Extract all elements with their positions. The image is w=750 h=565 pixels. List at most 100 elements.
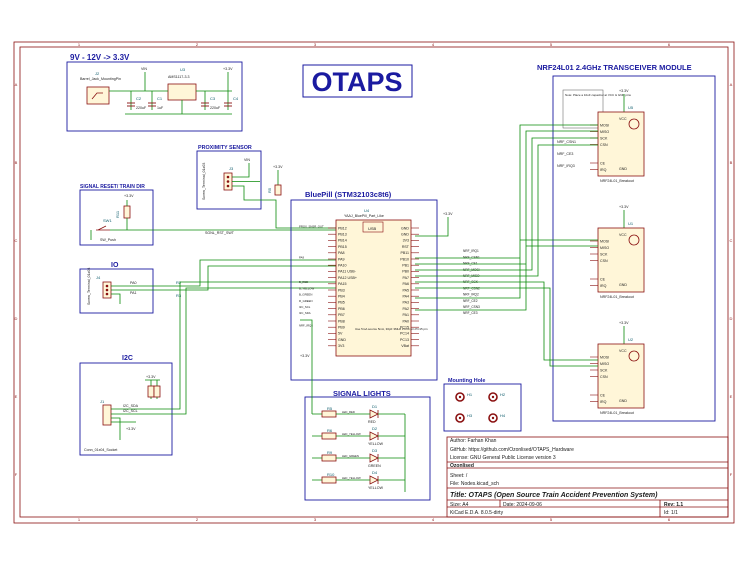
mounting-hole-center [458, 416, 462, 420]
frame-col-marker: 5 [550, 517, 553, 522]
power-vin-label: VIN [141, 67, 147, 71]
tb-size: Size: A4 [450, 502, 469, 508]
bluepill-left-pin: PB12 [338, 226, 347, 230]
u4-value: YAAJ_BluePill_Part_Like [344, 214, 384, 218]
led-color: RED [368, 420, 376, 424]
frame-col-marker: 1 [78, 517, 81, 522]
bluepill-right-pin: PC13 [400, 338, 409, 342]
bluepill-block: BluePill (STM32103c8t6) U4 YAAJ_BluePill… [290, 190, 480, 381]
reset-net: SGNL_RST_SWT [205, 231, 235, 235]
power-block: 9V - 12V -> 3.3V J2 Barrel_Jack_Mounting… [66, 53, 243, 132]
mounting-hole-center [491, 395, 495, 399]
led-net: LED_YELLOW [342, 432, 361, 436]
tb-company: Ozonlised [450, 463, 474, 469]
nrf-pin: CE [600, 393, 606, 397]
frame-col-marker: 5 [550, 42, 553, 47]
i2c-block: I2C J1 Conn_01x04_Socket +3.3V +3.3V I2C… [79, 281, 336, 456]
led-resistor-ref: R9 [327, 450, 333, 455]
led-resistor [321, 410, 337, 418]
led-color: GREEN [368, 464, 381, 468]
bluepill-right-pin: PA2 [402, 307, 409, 311]
bluepill-left-net: I2C_SCL [299, 305, 311, 309]
led-net: LED_GREEN [342, 454, 359, 458]
frame-col-marker: 1 [78, 42, 81, 47]
nrf-ref: U2 [628, 337, 634, 342]
frame-row-marker: B [730, 160, 733, 165]
frame-row-marker: C [15, 238, 18, 243]
nrf-pin: CE [600, 161, 606, 165]
nrf-ref: U5 [628, 105, 634, 110]
nrf-net-label: NRF_IRQ3 [557, 164, 575, 168]
bluepill-note: Use 5mA source 5mA, 30pF 3MHz PC14 pin P… [355, 327, 428, 331]
bluepill-left-net: PROX_SNSR_OUT [299, 224, 324, 228]
u3-ref: U3 [180, 67, 186, 72]
otaps-banner: OTAPS [302, 64, 413, 98]
tb-author: Author: Farhan Khan [450, 438, 497, 444]
frame-col-marker: 6 [668, 517, 671, 522]
power-3v3-label: +3.3V [223, 67, 233, 71]
mounting-hole [455, 413, 465, 423]
frame-row-marker: D [730, 316, 733, 321]
nrf-3v3-label: +3.3V [619, 89, 629, 93]
bluepill-right-pin: PA3 [402, 301, 409, 305]
nrf-value: NRF24L01_Breakout [600, 295, 634, 299]
j1-value: Conn_01x04_Socket [84, 448, 117, 452]
bluepill-right-pin: RST [402, 245, 410, 249]
bluepill-right-pin: VBat [401, 344, 409, 348]
usb-label: USB [368, 226, 377, 231]
bluepill-right-pin: PB0 [402, 270, 409, 274]
r-prox-ref: R5 [267, 187, 272, 193]
led-resistor [321, 476, 337, 484]
nrf-value: NRF24L01_Breakout [600, 179, 634, 183]
bluepill-left-pin: PB4 [338, 295, 345, 299]
frame-col-marker: 4 [432, 42, 435, 47]
bp-3v3-label: +3.3V [443, 212, 453, 216]
bluepill-right-pin: PA0 [402, 319, 409, 323]
bluepill-left-net: PA9 [299, 255, 305, 259]
nrf-pin: CSN [600, 259, 608, 263]
led-ref: D4 [372, 470, 378, 475]
r2-ref: R2 [176, 280, 182, 285]
nrf-gnd-label: GND [619, 283, 627, 287]
bluepill-left-net: NRF_IRQ3 [299, 324, 313, 328]
capacitor-ref: C3 [210, 96, 216, 101]
frame-row-marker: F [730, 472, 733, 477]
nrf-ref: U1 [628, 221, 634, 226]
frame-row-marker: A [730, 82, 733, 87]
i2c-title: I2C [122, 355, 133, 362]
mounting-hole-center [458, 395, 462, 399]
led-resistor-ref: R6 [327, 428, 333, 433]
tb-license: License: GNU General Public License vers… [450, 455, 556, 461]
j3-value: Screw_Terminal_01x03 [202, 163, 206, 200]
bluepill-left-pin: GND [338, 338, 346, 342]
bluepill-right-net: NRF_IRQ1 [463, 249, 479, 253]
bp-5v-label: +3.3V [300, 354, 310, 358]
nrf-pin: MOSI [600, 123, 609, 127]
bluepill-left-pin: PA12 USB+ [338, 276, 357, 280]
tb-rev: Rev: 1.1 [664, 502, 683, 508]
bluepill-right-net: NRF_CSN3 [463, 305, 480, 309]
nrf-pin: SCK [600, 252, 608, 256]
led-resistor [321, 432, 337, 440]
led-color: YELLOW [368, 486, 384, 490]
bluepill-left-pin: 3V3 [338, 344, 344, 348]
prox-3v3: +3.3V [273, 165, 283, 169]
bluepill-right-pin: PB11 [400, 251, 409, 255]
nrf-gnd-label: GND [619, 167, 627, 171]
sw1-value: SW_Push [100, 238, 116, 242]
title-block: Author: Farhan Khan GitHub: https://gith… [446, 436, 729, 518]
mounting-hole-ref: H3 [467, 413, 473, 418]
nrf-note: Note: Place a 10uF capacitor at VCC & GN… [565, 93, 631, 97]
led-resistor [321, 454, 337, 462]
bluepill-right-pin: PC14 [400, 332, 409, 336]
i2c-net-scl: I2C_SCL [123, 409, 138, 413]
bluepill-right-net: NRF_CSN1 [463, 255, 480, 259]
led-ref: D2 [372, 426, 378, 431]
nrf-vcc-label: VCC [619, 349, 627, 353]
bluepill-right-pin: PA1 [402, 313, 409, 317]
nrf-pin: CSN [600, 375, 608, 379]
nrf-pin: MISO [600, 246, 609, 250]
bluepill-left-pin: 5V [338, 332, 343, 336]
